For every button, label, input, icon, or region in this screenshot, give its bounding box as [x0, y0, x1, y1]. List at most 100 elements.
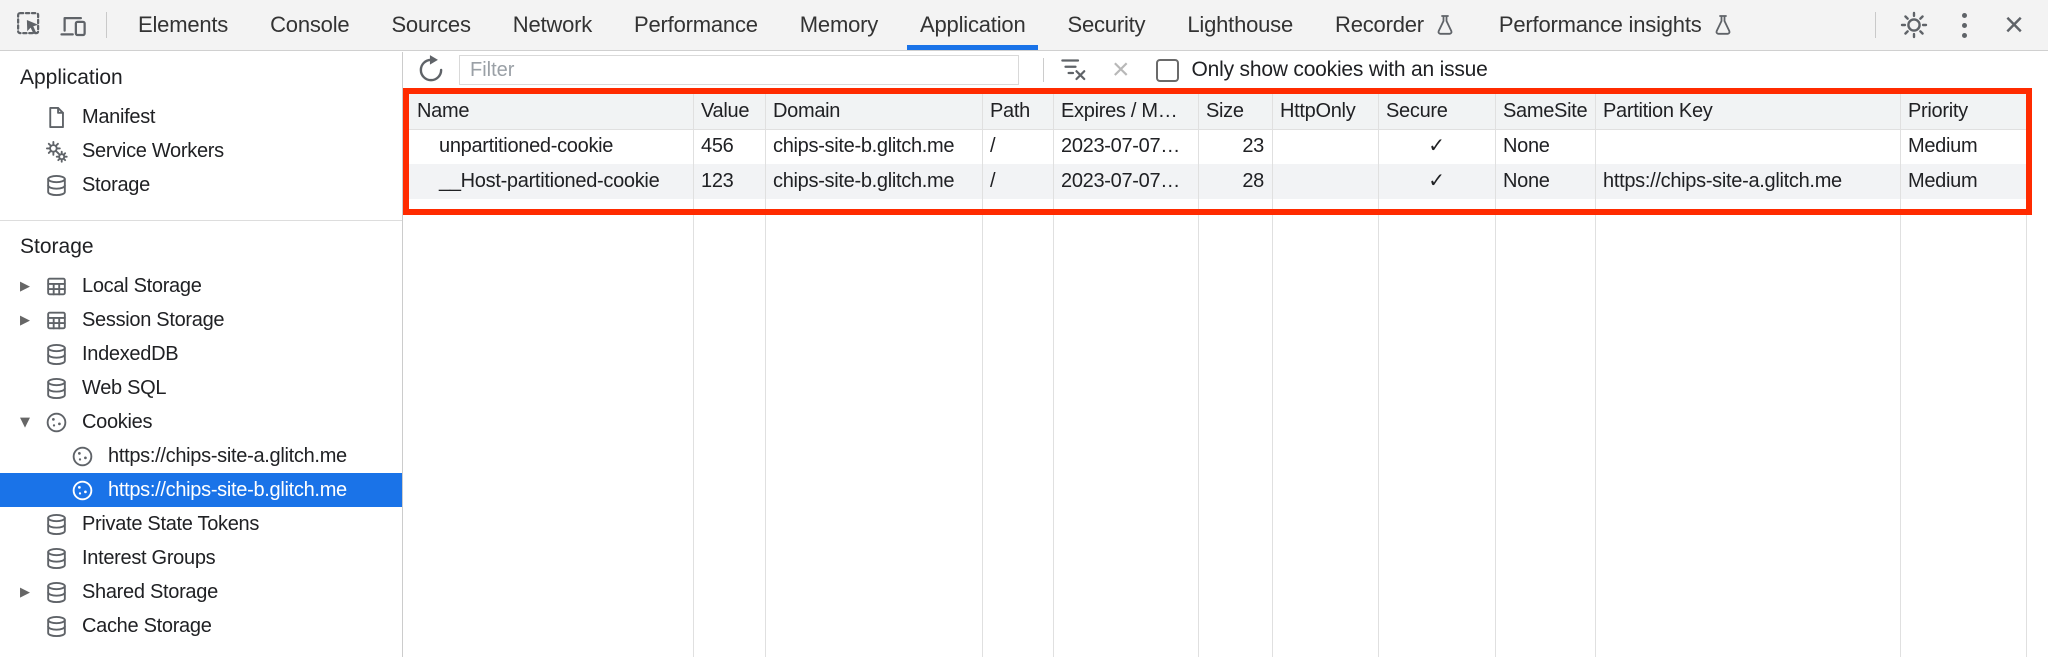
cell-httponly[interactable] [1272, 129, 1378, 164]
column-divider[interactable] [1595, 94, 1596, 657]
column-header-partition-key[interactable]: Partition Key [1603, 100, 1713, 122]
cell-size[interactable]: 23 [1242, 135, 1264, 157]
column-header-priority[interactable]: Priority [1908, 100, 1968, 122]
cell-name[interactable]: __Host-partitioned-cookie [439, 170, 660, 192]
cell-secure-checkmark[interactable]: ✓ [1428, 170, 1445, 192]
filter-input[interactable] [459, 55, 1019, 85]
sidebar-item-web-sql[interactable]: Web SQL [0, 371, 402, 405]
cell-path[interactable]: / [990, 135, 996, 157]
cell-samesite[interactable]: None [1503, 170, 1550, 192]
only-issue-checkbox[interactable] [1155, 58, 1179, 82]
sidebar-item-cookies-chips-site-a[interactable]: https://chips-site-a.glitch.me [0, 439, 402, 473]
cell-size[interactable]: 28 [1242, 170, 1264, 192]
sidebar-section-divider [0, 220, 402, 221]
clear-filter-icon[interactable] [1058, 53, 1088, 88]
clear-items-icon[interactable]: × [1112, 53, 1130, 86]
column-header-expires[interactable]: Expires / M… [1061, 100, 1178, 122]
cookie-icon [72, 446, 93, 466]
sidebar-item-session-storage[interactable]: ▶ Session Storage [20, 308, 225, 331]
column-divider[interactable] [1272, 94, 1273, 657]
sidebar-item-service-workers[interactable]: Service Workers [0, 134, 402, 168]
sidebar-item-cookies[interactable]: ▼ Cookies [20, 410, 153, 433]
column-header-samesite[interactable]: SameSite [1503, 100, 1588, 122]
chevron-right-icon[interactable]: ▶ [20, 312, 30, 328]
device-toolbar-icon[interactable] [52, 3, 96, 47]
cell-secure-checkmark[interactable]: ✓ [1428, 135, 1445, 157]
gears-icon [45, 140, 68, 163]
refresh-icon[interactable] [409, 48, 453, 92]
sidebar-section-storage: Storage [20, 235, 94, 258]
sidebar-item-cache-storage[interactable]: Cache Storage [0, 609, 402, 643]
cell-domain[interactable]: chips-site-b.glitch.me [773, 170, 955, 192]
tab-recorder[interactable]: Recorder [1314, 0, 1478, 50]
sidebar-item-interest-groups[interactable]: Interest Groups [0, 541, 402, 575]
column-header-size[interactable]: Size [1206, 100, 1244, 122]
cell-name[interactable]: unpartitioned-cookie [439, 135, 614, 157]
column-header-name[interactable]: Name [417, 100, 470, 122]
sidebar-item-storage[interactable]: Storage [0, 168, 402, 202]
tab-application[interactable]: Application [899, 0, 1046, 50]
sidebar-item-manifest[interactable]: Manifest [0, 100, 402, 134]
sidebar-item-cookies-chips-site-b[interactable]: https://chips-site-b.glitch.me [0, 473, 402, 507]
database-icon [47, 581, 66, 603]
tab-security[interactable]: Security [1067, 12, 1146, 37]
tab-performance-insights[interactable]: Performance insights [1478, 0, 1756, 50]
sidebar-item-shared-storage[interactable]: ▶ Shared Storage [20, 580, 218, 603]
database-icon [47, 377, 66, 399]
cell-value[interactable]: 123 [701, 170, 734, 192]
cell-expires[interactable]: 2023-07-07… [1061, 170, 1181, 192]
inspect-element-icon[interactable] [8, 3, 52, 47]
tab-lighthouse[interactable]: Lighthouse [1187, 12, 1294, 37]
table-icon [47, 277, 66, 295]
tab-elements[interactable]: Elements [138, 12, 229, 37]
chevron-right-icon[interactable]: ▶ [20, 584, 30, 600]
tab-performance[interactable]: Performance [634, 12, 758, 37]
cell-samesite[interactable]: None [1503, 135, 1550, 157]
sidebar-item-indexeddb[interactable]: IndexedDB [0, 337, 402, 371]
column-divider[interactable] [1495, 94, 1496, 657]
tab-network[interactable]: Network [512, 12, 593, 37]
column-header-domain[interactable]: Domain [773, 100, 841, 122]
only-issue-label: Only show cookies with an issue [1191, 58, 1488, 81]
more-options-icon[interactable] [1942, 3, 1986, 47]
chevron-down-icon[interactable]: ▼ [20, 414, 30, 430]
column-header-httponly[interactable]: HttpOnly [1280, 100, 1356, 122]
column-divider[interactable] [1900, 94, 1901, 657]
column-header-value[interactable]: Value [701, 100, 750, 122]
cell-value[interactable]: 456 [701, 135, 734, 157]
column-divider[interactable] [2026, 94, 2027, 657]
column-header-path[interactable]: Path [990, 100, 1030, 122]
column-divider[interactable] [1198, 94, 1199, 657]
table-alt-row-background [409, 164, 2026, 199]
settings-gear-icon[interactable] [1892, 3, 1936, 47]
column-divider[interactable] [693, 94, 694, 657]
tab-memory[interactable]: Memory [799, 12, 879, 37]
column-divider[interactable] [982, 94, 983, 657]
cell-priority[interactable]: Medium [1908, 170, 1978, 192]
database-icon [47, 343, 66, 365]
column-header-secure[interactable]: Secure [1386, 100, 1448, 122]
sidebar-item-local-storage[interactable]: ▶ Local Storage [20, 274, 202, 297]
cell-priority[interactable]: Medium [1908, 135, 1978, 157]
table-icon [47, 311, 66, 329]
cell-path[interactable]: / [990, 170, 996, 192]
close-icon[interactable]: × [2004, 6, 2024, 44]
table-header-background [409, 94, 2026, 129]
cell-partition-key[interactable]: https://chips-site-a.glitch.me [1603, 170, 1842, 192]
cookies-pane: × Only show cookies with an issue Name V… [403, 52, 2048, 657]
cell-httponly[interactable] [1272, 164, 1378, 199]
cell-expires[interactable]: 2023-07-07… [1061, 135, 1181, 157]
cookies-toolbar: × Only show cookies with an issue [403, 52, 2048, 88]
tab-console[interactable]: Console [270, 12, 350, 37]
cell-partition-key[interactable] [1595, 129, 1900, 164]
column-divider[interactable] [1053, 94, 1054, 657]
column-divider[interactable] [1378, 94, 1379, 657]
toolbar-divider [1043, 58, 1044, 82]
column-divider[interactable] [765, 94, 766, 657]
chevron-right-icon[interactable]: ▶ [20, 278, 30, 294]
sidebar-section-application: Application [20, 66, 123, 89]
tab-sources[interactable]: Sources [391, 12, 471, 37]
sidebar-item-private-state-tokens[interactable]: Private State Tokens [0, 507, 402, 541]
cell-domain[interactable]: chips-site-b.glitch.me [773, 135, 955, 157]
experiment-flask-icon [1715, 15, 1730, 35]
